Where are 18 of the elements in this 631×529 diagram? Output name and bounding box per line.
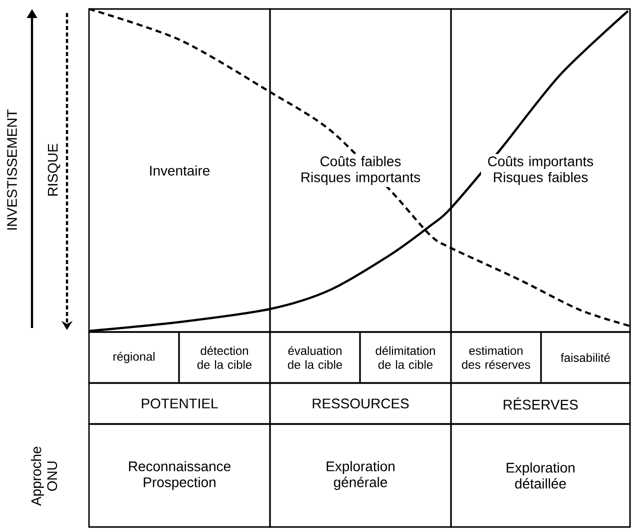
- table-cell: faisabilité: [540, 331, 631, 384]
- axis-label: INVESTISSEMENT: [7, 109, 17, 230]
- table-cell: évaluation de la cible: [269, 331, 361, 384]
- chart-panel: Coûts importants Risques faibles: [450, 8, 631, 333]
- table-cell: estimation des réserves: [450, 331, 542, 384]
- table-cell: Exploration détaillée: [450, 423, 631, 528]
- chart-panel: Coûts faibles Risques importants: [269, 8, 452, 333]
- table-cell: délimitation de la cible: [359, 331, 452, 384]
- table-cell: RESSOURCES: [269, 382, 452, 425]
- axis-label: Approche ONU: [30, 446, 58, 506]
- table-cell: régional: [88, 331, 180, 384]
- table-cell: POTENTIEL: [88, 382, 271, 425]
- table-cell: RÉSERVES: [450, 382, 631, 425]
- table-cell: Reconnaissance Prospection: [88, 423, 271, 528]
- axis-label: RISQUE: [48, 144, 60, 196]
- chart-panel: Inventaire: [88, 8, 271, 333]
- table-cell: détection de la cible: [178, 331, 271, 384]
- table-cell: Exploration générale: [269, 423, 452, 528]
